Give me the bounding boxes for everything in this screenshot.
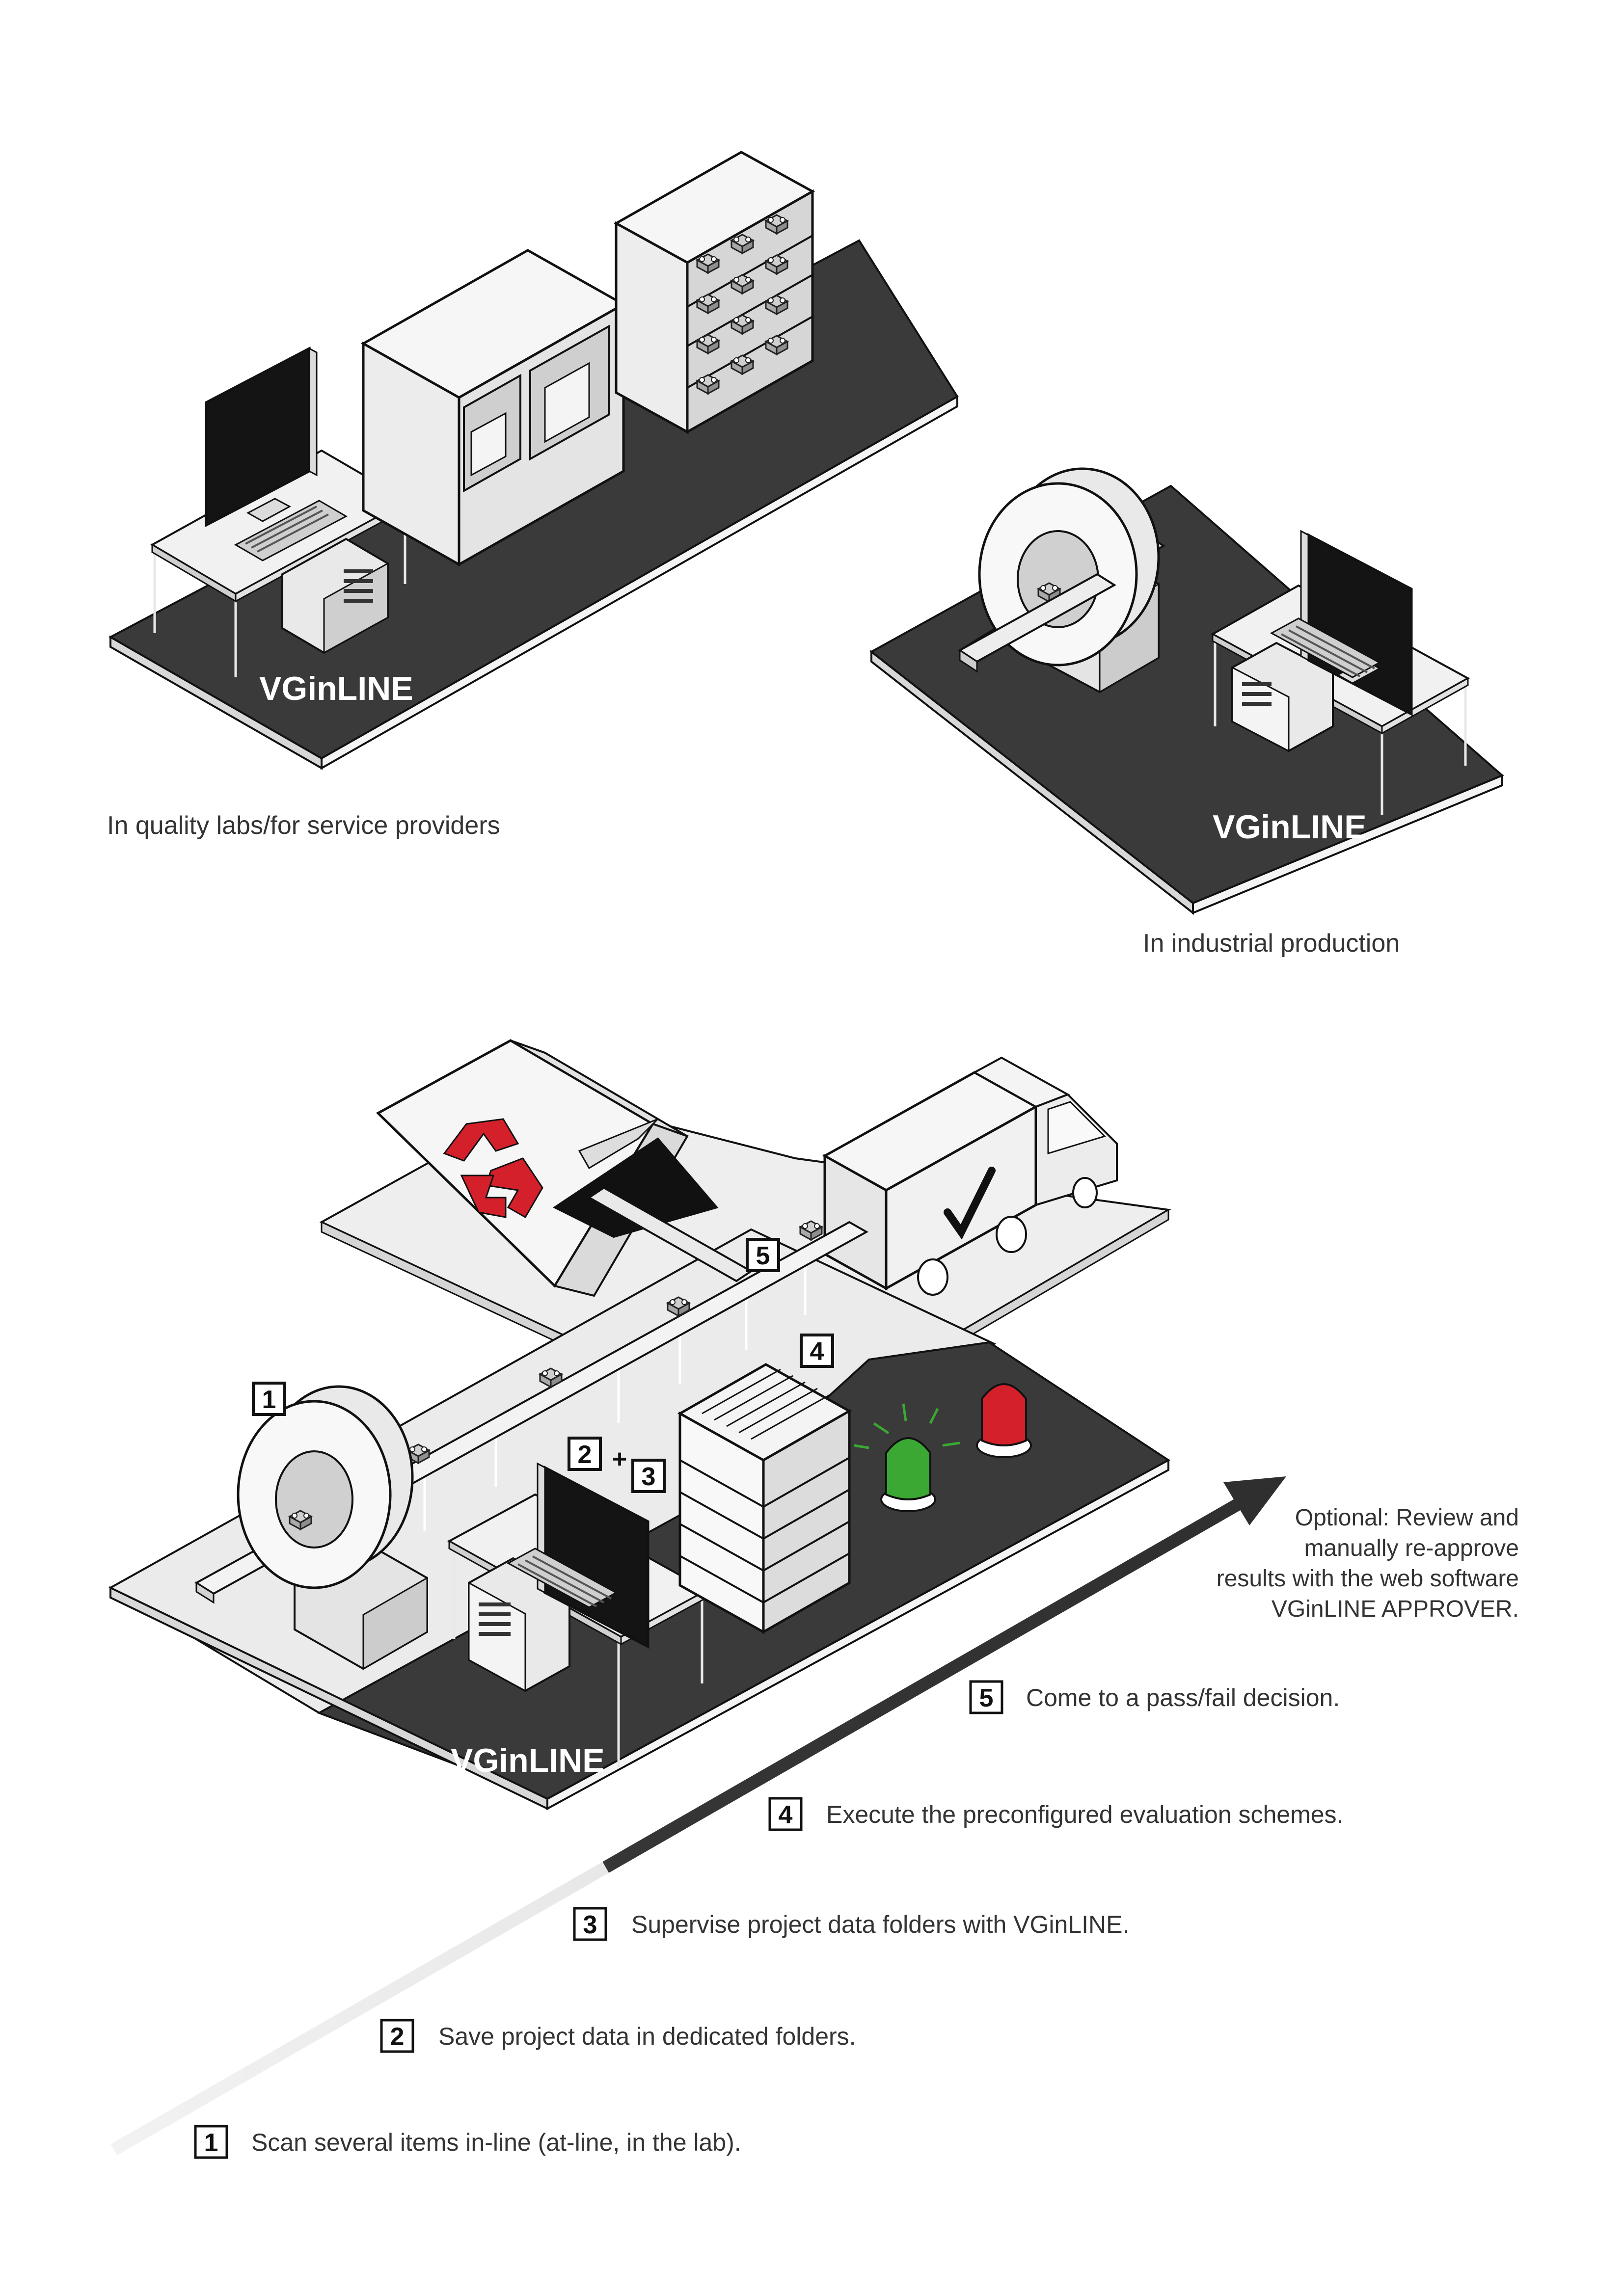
- svg-text:3: 3: [642, 1463, 656, 1491]
- industrial-workstation: [1210, 530, 1470, 815]
- step-4-text: Execute the preconfigured evaluation sch…: [826, 1801, 1343, 1828]
- step-4: 4 Execute the preconfigured evaluation s…: [768, 1797, 1343, 1831]
- workflow-keyboard: [506, 1548, 618, 1608]
- step-3: 3 Supervise project data folders with VG…: [573, 1907, 1129, 1941]
- step-2: 2 Save project data in dedicated folders…: [380, 2019, 856, 2053]
- lab-keyboard: [234, 500, 348, 561]
- svg-text:3: 3: [583, 1911, 597, 1939]
- step-5-text: Come to a pass/fail decision.: [1026, 1684, 1340, 1711]
- marker-plus: +: [612, 1445, 627, 1473]
- industrial-brand-label: VGinLINE: [1213, 808, 1367, 846]
- pass-lamp: [854, 1403, 960, 1512]
- industrial-caption: In industrial production: [1143, 929, 1400, 958]
- workflow-workstation: [447, 1462, 709, 1767]
- server-stack: [677, 1363, 852, 1634]
- lab-parts-shelf: [613, 151, 815, 434]
- marker-1: 1: [252, 1382, 286, 1416]
- svg-text:1: 1: [262, 1386, 276, 1414]
- step-1-text: Scan several items in-line (at-line, in …: [251, 2129, 741, 2156]
- marker-5: 5: [746, 1238, 780, 1272]
- arrow-head: [1223, 1476, 1286, 1525]
- svg-text:5: 5: [756, 1242, 770, 1270]
- optional-note-line-3: results with the web software: [1216, 1566, 1519, 1592]
- industrial-keyboard: [1270, 617, 1381, 678]
- svg-text:5: 5: [979, 1684, 994, 1712]
- marker-3: 3: [631, 1459, 666, 1493]
- step-5: 5 Come to a pass/fail decision.: [969, 1680, 1340, 1714]
- svg-text:2: 2: [390, 2023, 405, 2051]
- lab-caption: In quality labs/for service providers: [107, 811, 500, 840]
- workflow-brand-label: VGinLINE: [451, 1742, 605, 1779]
- marker-4: 4: [800, 1334, 834, 1368]
- svg-text:2: 2: [578, 1441, 592, 1469]
- lab-ct-cabinet: [360, 249, 626, 567]
- progress-arrow: [110, 1476, 1286, 2156]
- svg-text:4: 4: [810, 1337, 824, 1366]
- step-list: 1 Scan several items in-line (at-line, i…: [194, 1680, 1343, 2159]
- scene-workflow: VGinLINE 1 2 + 3 4 5: [108, 1039, 1171, 1811]
- approved-check-icon: [944, 1167, 996, 1240]
- workflow-ct-ring: [237, 1385, 428, 1670]
- lab-brand-label: VGinLINE: [259, 670, 413, 707]
- svg-text:4: 4: [779, 1801, 793, 1829]
- reject-bin: [376, 1039, 753, 1297]
- step-3-text: Supervise project data folders with VGin…: [631, 1911, 1129, 1938]
- marker-2: 2: [568, 1437, 602, 1471]
- fail-lamp: [976, 1383, 1032, 1458]
- lab-workstation: [150, 346, 410, 677]
- optional-note-line-4: VGinLINE APPROVER.: [1271, 1596, 1519, 1622]
- optional-note-line-2: manually re-approve: [1304, 1535, 1519, 1561]
- scene-industrial: VGinLINE: [869, 467, 1504, 915]
- optional-review-note: Optional: Review and manually re-approve…: [1217, 1503, 1519, 1625]
- optional-note-line-1: Optional: Review and: [1295, 1505, 1519, 1531]
- step-1: 1 Scan several items in-line (at-line, i…: [194, 2125, 741, 2159]
- step-2-text: Save project data in dedicated folders.: [438, 2023, 856, 2050]
- recycle-icon: [443, 1118, 543, 1219]
- scene-quality-lab: VGinLINE: [108, 151, 959, 770]
- svg-text:1: 1: [204, 2129, 218, 2157]
- industrial-ct-ring: [958, 467, 1165, 694]
- delivery-truck: [822, 1056, 1118, 1296]
